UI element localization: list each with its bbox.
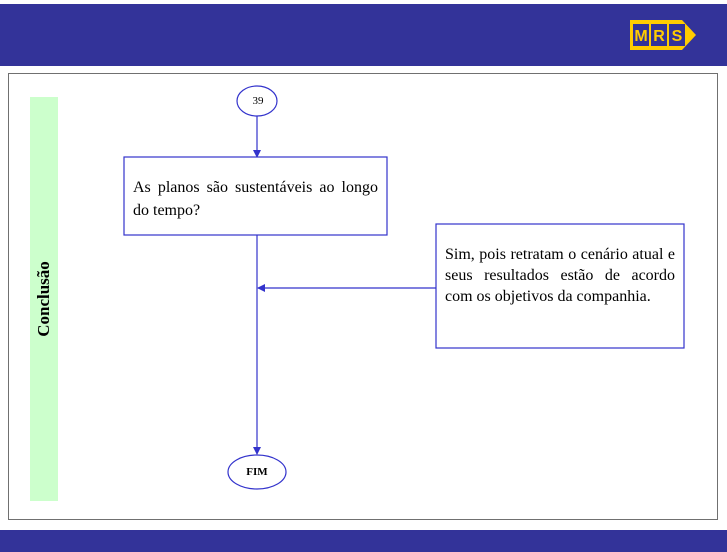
end-label: FIM xyxy=(246,466,268,478)
footer-bar xyxy=(0,530,727,552)
section-tab xyxy=(30,97,58,501)
logo-letter-m: M xyxy=(634,28,647,45)
header-bar xyxy=(0,4,727,66)
question-box xyxy=(123,156,388,236)
end-terminal-shape xyxy=(227,454,287,490)
answer-box xyxy=(435,223,685,349)
start-connector-label: 39 xyxy=(252,95,264,107)
mrs-logo: M R S xyxy=(630,20,696,50)
question-text: As planos são sustentáveis ao longo do t… xyxy=(133,179,378,219)
logo-letter-r: R xyxy=(653,28,665,45)
logo-letter-s: S xyxy=(672,28,683,45)
top-border xyxy=(0,0,727,4)
answer-text: Sim, pois retratam o cenário atual e seu… xyxy=(445,246,675,305)
